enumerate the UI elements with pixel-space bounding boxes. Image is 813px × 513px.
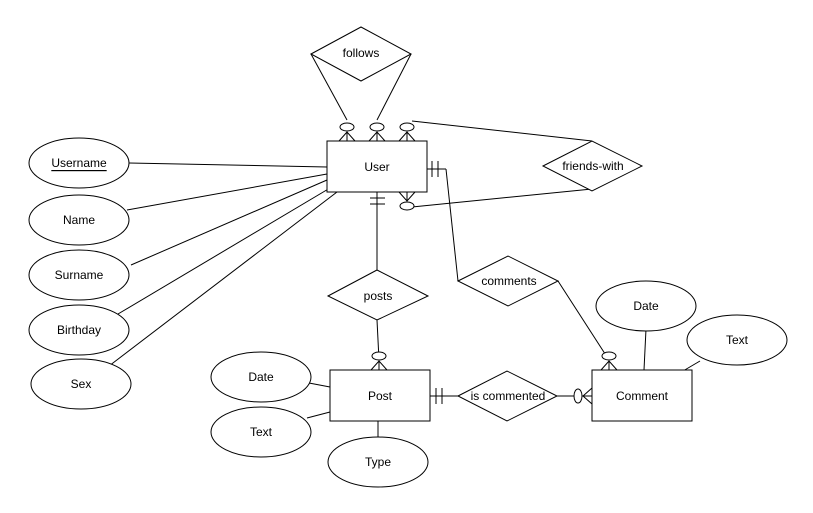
sex-line	[108, 191, 338, 367]
attribute-username-label: Username	[51, 156, 107, 170]
relationship-posts[interactable]: posts	[326, 269, 430, 321]
attribute-post-type[interactable]: Type	[327, 436, 429, 488]
attribute-post-date[interactable]: Date	[210, 351, 312, 403]
relationship-comments-label: comments	[481, 274, 536, 288]
attribute-comment-date[interactable]: Date	[595, 280, 697, 332]
comments-comment-many	[600, 351, 618, 371]
cardinality-marks	[338, 122, 618, 405]
surname-line	[130, 179, 328, 266]
follows-line-left	[310, 53, 348, 121]
posts-post-many	[370, 351, 388, 371]
relationship-friends-with-label: friends-with	[562, 159, 623, 173]
attribute-post-text-label: Text	[250, 425, 273, 439]
attribute-birthday-label: Birthday	[57, 323, 101, 337]
is-commented-post-one	[435, 388, 443, 404]
follows-cardinality-left	[338, 122, 356, 142]
relationship-is-commented-label: is commented	[471, 389, 546, 403]
attribute-birthday[interactable]: Birthday	[28, 304, 130, 356]
comment-date-line	[643, 328, 647, 371]
attribute-comment-text[interactable]: Text	[686, 314, 788, 366]
follows-line-right	[376, 53, 412, 121]
friends-with-line-top	[411, 120, 593, 142]
relationship-posts-label: posts	[364, 289, 393, 303]
relationship-follows[interactable]: follows	[309, 26, 413, 82]
relationship-follows-label: follows	[343, 46, 380, 60]
attribute-post-date-label: Date	[248, 370, 274, 384]
comment-text-line	[682, 360, 701, 372]
attribute-post-text[interactable]: Text	[210, 406, 312, 458]
attribute-comment-text-label: Text	[726, 333, 749, 347]
follows-cardinality-right	[368, 122, 386, 142]
comments-line-mid	[445, 168, 459, 282]
is-commented-comment-many	[573, 387, 593, 405]
relationship-is-commented[interactable]: is commented	[456, 370, 559, 422]
attribute-post-type-label: Type	[365, 455, 391, 469]
attribute-name[interactable]: Name	[28, 194, 130, 246]
connectors	[108, 53, 701, 437]
post-date-line	[308, 382, 331, 388]
attribute-sex-label: Sex	[71, 377, 92, 391]
birthday-line	[117, 187, 331, 315]
friends-with-cardinality-top	[398, 122, 416, 142]
posts-user-one	[370, 197, 385, 205]
username-line	[128, 162, 328, 168]
attribute-surname[interactable]: Surname	[28, 249, 130, 301]
attribute-comment-date-label: Date	[633, 299, 659, 313]
attribute-name-label: Name	[63, 213, 95, 227]
name-line	[126, 173, 328, 211]
friends-with-cardinality-bottom	[398, 191, 416, 211]
comments-user-one	[431, 161, 439, 177]
attribute-surname-label: Surname	[55, 268, 104, 282]
entity-user-label: User	[364, 160, 389, 174]
attribute-username[interactable]: Username	[28, 137, 130, 189]
entity-comment-label: Comment	[616, 389, 669, 403]
attribute-sex[interactable]: Sex	[30, 358, 132, 410]
relationship-friends-with[interactable]: friends-with	[541, 140, 644, 192]
entity-user[interactable]: User	[326, 140, 428, 193]
relationship-comments[interactable]: comments	[456, 255, 560, 307]
entity-comment[interactable]: Comment	[591, 369, 693, 422]
entity-post[interactable]: Post	[329, 369, 431, 422]
friends-with-line-bottom	[411, 188, 593, 208]
post-text-line	[306, 411, 331, 419]
entity-post-label: Post	[368, 389, 393, 403]
comments-line-bottom	[557, 280, 610, 361]
